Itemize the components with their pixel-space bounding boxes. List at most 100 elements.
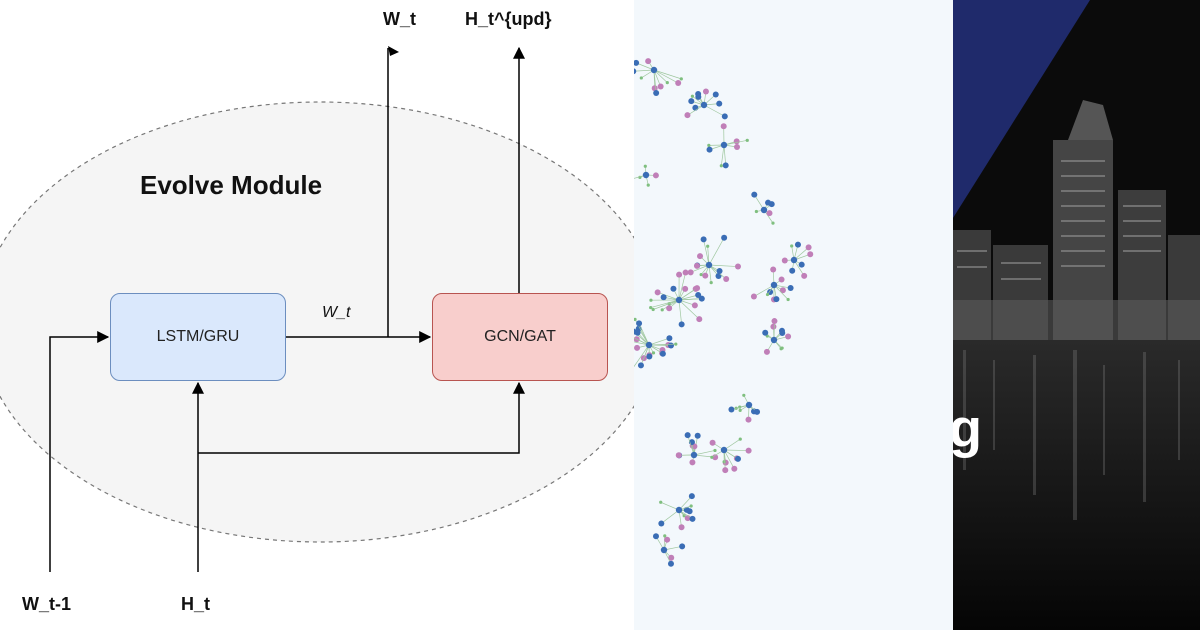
graph-node <box>634 59 640 66</box>
graph-node <box>695 292 702 299</box>
graph-node <box>700 236 707 243</box>
graph-edge <box>723 139 748 146</box>
graph-node <box>721 113 728 120</box>
graph-node <box>745 447 752 454</box>
graph-node <box>706 244 710 248</box>
waterfront <box>953 300 1200 340</box>
graph-edge <box>678 298 702 301</box>
graph-node <box>688 493 695 500</box>
graph-node <box>801 272 808 279</box>
graph-node <box>682 285 689 292</box>
lstm-gru-label: LSTM/GRU <box>156 328 240 345</box>
graph-edge <box>687 434 695 456</box>
graph-node <box>716 268 723 275</box>
graph-node <box>645 58 652 65</box>
graph-hub-node <box>645 341 653 349</box>
graph-node <box>676 271 683 278</box>
graph-node <box>646 183 650 187</box>
graph-node <box>696 316 703 323</box>
graph-hub-node <box>642 171 650 179</box>
graph-edge <box>648 337 670 346</box>
graph-node <box>798 261 805 268</box>
graph-node <box>738 437 742 441</box>
graph-node <box>778 276 785 283</box>
graph-hub-node <box>790 256 798 264</box>
graph-node <box>716 100 723 107</box>
graph-node <box>733 138 740 145</box>
graph-node <box>634 68 637 75</box>
graph-edge <box>636 62 655 71</box>
graph-edge <box>687 104 705 116</box>
network-graph-panel <box>634 0 953 630</box>
graph-node <box>723 276 730 283</box>
graph-node <box>659 500 663 504</box>
graph-node <box>781 257 788 264</box>
graph-node <box>636 320 643 327</box>
reflection-streaks <box>963 350 1180 520</box>
graph-node <box>710 455 714 459</box>
graph-hub-node <box>720 446 728 454</box>
graph-node <box>637 362 644 369</box>
graph-node <box>771 221 775 225</box>
graph-node <box>667 560 674 567</box>
graph-hub-node <box>745 401 753 409</box>
graph-node <box>694 432 701 439</box>
graph-edge <box>720 144 725 166</box>
graph-node <box>664 536 671 543</box>
graph-node <box>694 285 701 292</box>
photo-overlay-text: g <box>953 399 982 459</box>
graph-edge <box>723 449 749 451</box>
city-night-photo: g <box>953 0 1200 630</box>
graph-node <box>719 164 723 168</box>
graph-node <box>679 543 686 550</box>
graph-edge <box>693 450 716 456</box>
graph-edge <box>708 237 725 266</box>
graph-node <box>734 143 741 150</box>
graph-node <box>660 294 667 301</box>
graph-node <box>688 98 695 105</box>
graph-node <box>771 318 778 325</box>
graph-node <box>722 460 726 464</box>
graph-node <box>670 285 677 292</box>
graph-edge <box>678 299 682 325</box>
graph-edge <box>648 343 676 346</box>
graph-node <box>684 432 691 439</box>
graph-node <box>762 329 769 336</box>
graph-node <box>651 307 655 312</box>
graph-edge <box>634 341 650 346</box>
city-skyline-image <box>953 0 1200 630</box>
graph-node <box>763 348 770 355</box>
graph-edge <box>690 264 710 273</box>
label-wt-output: W_t <box>383 9 416 29</box>
graph-hub-node <box>720 141 728 149</box>
graph-node <box>712 91 719 98</box>
graph-node <box>807 251 814 258</box>
graph-node <box>658 520 665 527</box>
graph-node <box>750 293 757 300</box>
graph-node <box>691 302 698 309</box>
graph-edge <box>753 284 775 297</box>
graph-node <box>660 308 664 312</box>
graph-node <box>779 347 783 351</box>
graph-node <box>734 263 741 270</box>
graph-node <box>698 295 705 302</box>
graph-edge <box>640 344 650 366</box>
graph-hub-node <box>650 66 658 74</box>
graph-edge <box>723 438 741 451</box>
module-title: Evolve Module <box>140 170 323 200</box>
graph-node <box>689 504 693 508</box>
graph-node <box>766 210 773 217</box>
graph-hub-node <box>705 261 713 269</box>
graph-edge <box>661 509 680 524</box>
diagram-canvas <box>0 46 634 572</box>
graph-node <box>709 439 716 446</box>
graph-node <box>674 342 678 346</box>
graph-node <box>634 329 641 336</box>
blue-triangle <box>953 0 1090 218</box>
graph-node <box>765 292 770 297</box>
graph-node <box>699 272 703 277</box>
graph-node <box>668 554 675 561</box>
graph-node <box>639 76 643 80</box>
graph-hub-node <box>690 451 698 459</box>
graph-edge <box>660 501 680 511</box>
